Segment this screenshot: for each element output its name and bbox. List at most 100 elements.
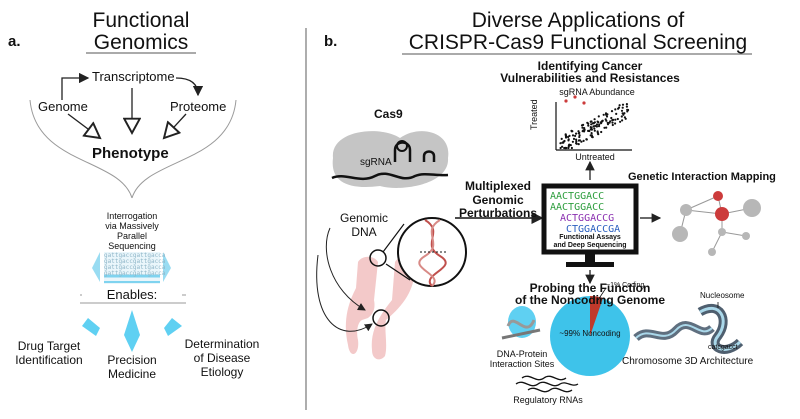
scatter-dot [578,131,581,134]
scatter-dot [625,103,629,106]
scatter-dot [611,121,614,124]
scatter-dot [597,133,600,136]
scatter-dot [593,118,596,121]
genomic-dna-line1: Genomic [339,211,389,225]
scatter-dot [575,140,578,143]
scatter-dot [575,132,578,135]
scatter-dot [583,127,586,130]
scatter-dot [604,118,607,121]
screen-seq-1: AACTGGACC [550,191,605,202]
scatter-dot [606,123,610,126]
etiology-line1: Determination [184,337,260,351]
scatter-dot [567,138,570,141]
scatter-dot [611,123,614,127]
scatter-dot [610,110,614,113]
drug-target-crystal [82,318,100,336]
scatter-dot [614,108,617,111]
scatter-dot [600,130,603,134]
scatter-dot [590,128,594,131]
scatter-ylabel: Treated [529,99,539,130]
scatter-dot [563,146,566,150]
seq-read-1: gattgaccgattgacca [104,252,166,259]
funnel-left-curve [29,99,133,199]
scatter-dot [568,143,571,146]
scatter-dot [620,115,623,118]
scatter-dot [621,106,624,109]
scatter-dot [600,122,603,125]
scatter-dot [626,110,629,113]
sgrna-label: sgRNA [360,157,392,168]
genomic-dna-line2: DNA [351,225,377,239]
scatter-dot [561,145,564,148]
cas9-graphic [331,131,449,188]
scatter-dot [589,120,593,123]
interrogation-line2: via Massively [105,221,159,231]
seq-read-4: gattgaccgattgacca [104,270,166,277]
scatter-dot [611,119,614,122]
panel-a-title-line1: Functional [92,9,190,32]
drug-target-line1: Drug Target [17,339,81,353]
multiplexed-line3: Perturbations [458,206,537,220]
scatter-dot [590,123,593,126]
noncoding-title-line2: of the Noncoding Genome [515,293,665,307]
scatter-dot [623,112,626,115]
dna-protein-line2: Interaction Sites [489,359,555,369]
scatter-plot-frame [555,95,632,151]
scatter-dot [595,125,599,128]
regulatory-rnas-graphic [515,375,579,393]
assays-line2: and Deep Sequencing [553,242,627,249]
scatter-dot [577,130,580,133]
scatter-dot [597,125,601,128]
chromosome-3d-label: Chromosome 3D Architecture [622,356,754,367]
panel-b-title-line1: Diverse Applications of [471,9,685,32]
interrogation-line1: Interrogation [106,211,158,221]
scatter-dot [559,146,562,150]
chromosome-graphic [316,227,415,360]
scatter-dot [621,103,625,106]
catcgacct-label: catcgacct [708,344,738,351]
cancer-title-line1: Identifying Cancer [537,59,643,73]
scatter-dot [602,113,605,116]
dna-protein-graphic [501,306,541,340]
scatter-dot [590,132,593,135]
node-transcriptome: Transcriptome [92,69,175,84]
scatter-dot [575,142,578,145]
panel-a-label: a. [8,33,21,50]
scatter-dot [620,109,624,112]
scatter-dot [561,141,564,144]
noncoding-label: ~99% Noncoding [559,329,621,338]
scatter-dot [593,127,596,130]
scatter-dot [578,134,581,137]
noncoding-title-line1: Probing the Function [529,281,651,295]
scatter-dot [592,125,595,128]
scatter-dot [610,116,613,120]
scatter-dot [596,120,599,123]
scatter-dot [614,118,617,121]
precision-line2: Medicine [107,367,157,381]
panel-b-label: b. [324,33,338,50]
scatter-dot-hit [564,99,568,103]
scatter-dot [616,117,619,121]
scatter-dot [626,108,629,111]
scatter-dot [560,137,563,140]
node-proteome: Proteome [170,99,227,114]
scatter-dot [609,120,612,123]
scatter-dot [619,120,622,123]
scatter-dot [614,122,617,125]
chromosome-3d-graphic [633,302,744,354]
cancer-title-line2: Vulnerabilities and Resistances [500,71,680,85]
enables-label: Enables: [82,288,182,302]
interaction-network [672,191,761,256]
node-phenotype: Phenotype [92,145,169,162]
scatter-dot [575,138,578,141]
scatter-dot [570,129,573,132]
screen-seq-2: AACTGGACC [550,202,605,213]
panel-b-title-line2: CRISPR-Cas9 Functional Screening [408,31,748,54]
scatter-dot [586,121,589,124]
funnel-right-curve [131,99,237,199]
scatter-dot [571,134,575,137]
scatter-dot [577,143,580,146]
monitor-graphic [541,183,639,267]
genome-to-phenotype-arrow [67,113,100,138]
